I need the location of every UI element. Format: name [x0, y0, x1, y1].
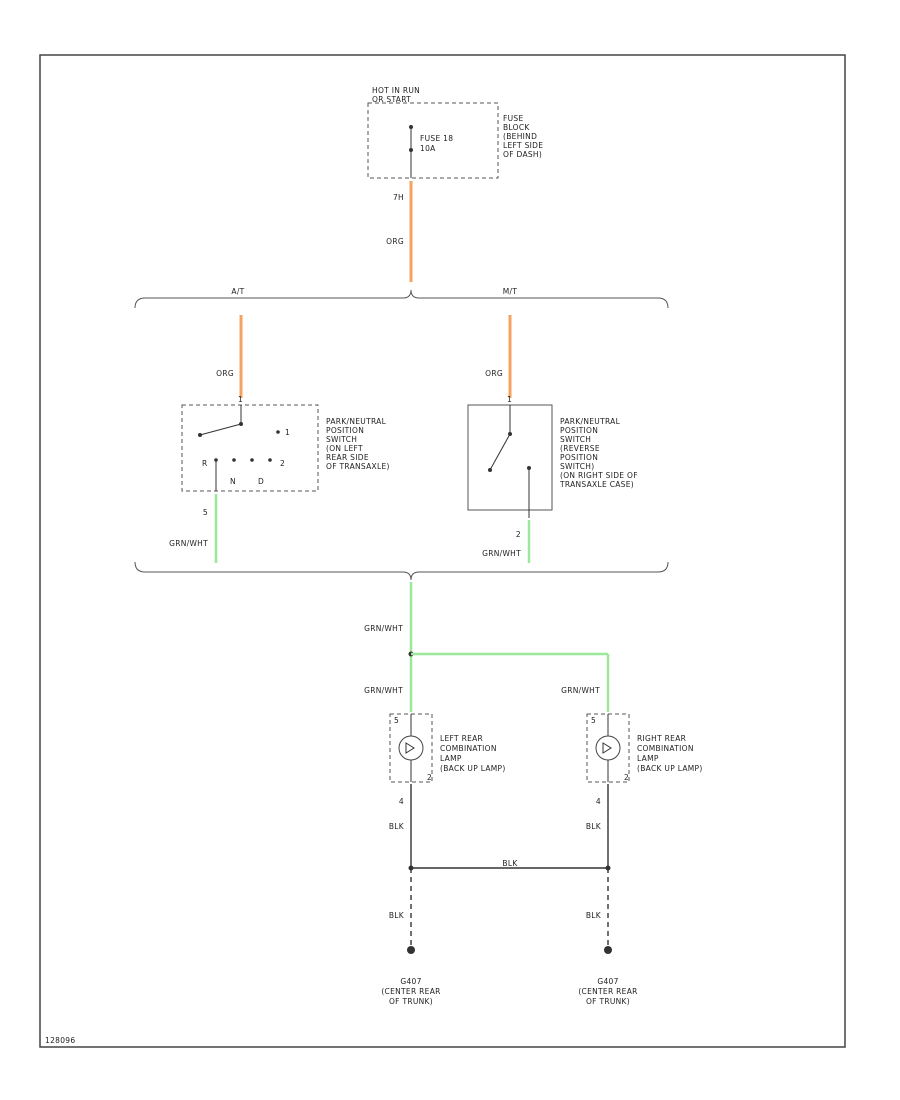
left-lamp-label-line: (BACK UP LAMP) [440, 764, 506, 773]
ground-left-icon [407, 946, 415, 954]
at-label-line: POSITION [326, 426, 364, 435]
right-lamp-pin-out: 4 [596, 797, 601, 806]
left-lamp-label-line: LAMP [440, 754, 462, 763]
at-contact-n2 [250, 458, 254, 462]
left-lamp-label-line: COMBINATION [440, 744, 497, 753]
mt-label-line: TRANSAXLE CASE) [559, 480, 634, 489]
fuse-loc-line: BLOCK [503, 123, 530, 132]
blk-wire-ground-left-label: BLK [389, 911, 405, 920]
mt-label-line: (ON RIGHT SIDE OF [560, 471, 638, 480]
at-label-line: REAR SIDE [326, 453, 369, 462]
grn-wire-main-label: GRN/WHT [364, 624, 403, 633]
mt-pin-out: 2 [516, 530, 521, 539]
mt-pin-top: 1 [507, 395, 512, 404]
diagram-id: 128096 [45, 1036, 75, 1045]
blk-wire-cross-label: BLK [502, 859, 518, 868]
at-contact-2 [268, 458, 272, 462]
at-label-line: PARK/NEUTRAL [326, 417, 387, 426]
mt-switch-label: PARK/NEUTRAL POSITION SWITCH (REVERSE PO… [559, 417, 638, 489]
fuse-block-location: FUSE BLOCK (BEHIND LEFT SIDE OF DASH) [503, 114, 543, 159]
at-pin-2: 2 [280, 459, 285, 468]
at-switch-box [181, 404, 319, 492]
org-wire-mt-label: ORG [485, 369, 503, 378]
left-lamp-pin-out: 4 [399, 797, 404, 806]
left-lamp-pin-bot: 2 [427, 773, 432, 782]
mt-label-line: SWITCH) [560, 462, 594, 471]
at-switch-lever [199, 423, 242, 436]
right-lamp-label-line: (BACK UP LAMP) [637, 764, 703, 773]
branch-label-mt: M/T [503, 287, 518, 296]
right-bulb-filament-icon [602, 742, 612, 754]
hot-label-1: HOT IN RUN [372, 86, 420, 95]
mt-switch-pivot [488, 468, 492, 472]
ground-left-label: G407 (CENTER REAR OF TRUNK) [381, 977, 440, 1006]
ground-right-line: G407 [597, 977, 618, 986]
ground-left-line: OF TRUNK) [389, 997, 433, 1006]
diagram-frame [39, 54, 846, 1048]
mt-label-line: PARK/NEUTRAL [560, 417, 621, 426]
fuse-loc-line: FUSE [503, 114, 524, 123]
at-label-line: OF TRANSAXLE) [326, 462, 390, 471]
ground-right-icon [604, 946, 612, 954]
blk-wire-right-label: BLK [586, 822, 602, 831]
right-lamp-pin-bot: 2 [624, 773, 629, 782]
mt-label-line: POSITION [560, 453, 598, 462]
org-wire-at-label: ORG [216, 369, 234, 378]
ground-right-label: G407 (CENTER REAR OF TRUNK) [578, 977, 637, 1006]
hot-label-2: OR START [372, 95, 411, 104]
branch-label-at: A/T [231, 287, 244, 296]
left-lamp-label-line: LEFT REAR [440, 734, 483, 743]
at-pin-l: R [202, 459, 208, 468]
at-pin-r: 1 [285, 428, 290, 437]
right-lamp-label: RIGHT REAR COMBINATION LAMP (BACK UP LAM… [637, 734, 703, 773]
ground-right-line: OF TRUNK) [586, 997, 630, 1006]
fuse-block-box [367, 102, 499, 179]
at-contact-n1 [232, 458, 236, 462]
mt-label-line: POSITION [560, 426, 598, 435]
at-pin-d: D [258, 477, 264, 486]
left-bulb-filament-icon [405, 742, 415, 754]
mt-label-line: (REVERSE [560, 444, 600, 453]
grn-wire-left-label: GRN/WHT [364, 686, 403, 695]
at-pin-n: N [230, 477, 236, 486]
at-label-line: SWITCH [326, 435, 357, 444]
fuse-number: FUSE 18 [420, 134, 453, 143]
at-pin-out: 5 [203, 508, 208, 517]
mt-switch-out-contact [527, 466, 531, 470]
fuse-loc-line: LEFT SIDE [503, 141, 543, 150]
right-lamp-pin-top: 5 [591, 716, 596, 725]
fuse-amps: 10A [420, 144, 436, 153]
left-lamp-label: LEFT REAR COMBINATION LAMP (BACK UP LAMP… [440, 734, 506, 773]
grn-wire-right-label: GRN/WHT [561, 686, 600, 695]
grn-wire-at-label: GRN/WHT [169, 539, 208, 548]
org-wire-main-label: ORG [386, 237, 404, 246]
ground-right-line: (CENTER REAR [578, 987, 637, 996]
bottom-brace [134, 561, 669, 581]
ground-left-line: G407 [400, 977, 421, 986]
mt-label-line: SWITCH [560, 435, 591, 444]
right-lamp-label-line: COMBINATION [637, 744, 694, 753]
right-lamp-label-line: LAMP [637, 754, 659, 763]
blk-wire-left-label: BLK [389, 822, 405, 831]
at-contact-1 [276, 430, 280, 434]
right-lamp-label-line: RIGHT REAR [637, 734, 686, 743]
at-switch-label: PARK/NEUTRAL POSITION SWITCH (ON LEFT RE… [326, 417, 390, 471]
right-bulb-icon [595, 735, 621, 761]
at-label-line: (ON LEFT [326, 444, 363, 453]
fuse-pin: 7H [393, 193, 404, 202]
mt-switch-lever [489, 433, 511, 471]
at-switch-pivot [198, 433, 202, 437]
blk-wire-ground-right-label: BLK [586, 911, 602, 920]
left-bulb-icon [398, 735, 424, 761]
ground-left-line: (CENTER REAR [381, 987, 440, 996]
left-lamp-pin-top: 5 [394, 716, 399, 725]
fuse-loc-line: (BEHIND [503, 132, 537, 141]
fuse-loc-line: OF DASH) [503, 150, 542, 159]
grn-wire-mt-label: GRN/WHT [482, 549, 521, 558]
top-brace [134, 289, 669, 309]
at-pin-top: 1 [238, 395, 243, 404]
